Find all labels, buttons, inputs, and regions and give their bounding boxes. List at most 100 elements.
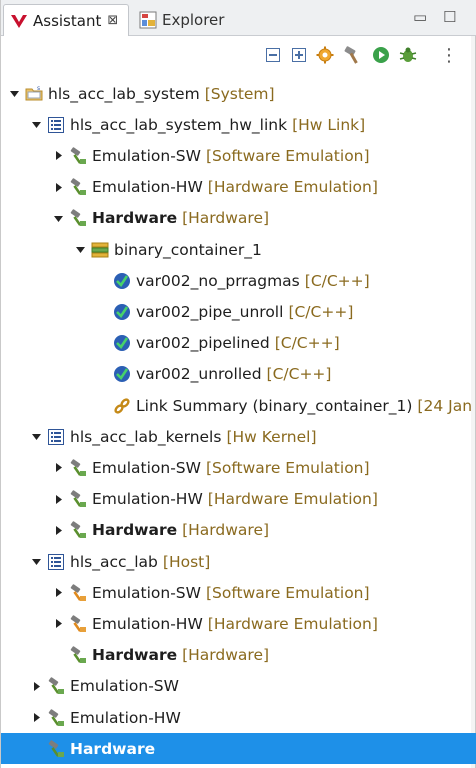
tree-row[interactable]: Hardware[Hardware] <box>1 203 476 234</box>
tab-explorer[interactable]: Explorer <box>133 4 253 36</box>
tree-row[interactable]: hls_acc_lab_system_hw_link[Hw Link] <box>1 109 476 140</box>
collapsed-arrow-icon[interactable] <box>51 492 65 506</box>
tree-row[interactable]: Emulation-HW[Hardware Emulation] <box>1 608 476 639</box>
expanded-arrow-icon[interactable] <box>29 430 43 444</box>
tree-row[interactable]: Hardware <box>1 733 476 765</box>
tree-item-decoration: [Hardware Emulation] <box>207 490 378 509</box>
tree-row[interactable]: var002_unrolled[C/C++] <box>1 359 476 390</box>
tree-item-label: var002_pipe_unroll <box>136 302 284 321</box>
collapsed-arrow-icon[interactable] <box>51 461 65 475</box>
expanded-arrow-icon[interactable] <box>7 87 21 101</box>
tree-item-decoration: [Software Emulation] <box>205 583 370 602</box>
collapsed-arrow-icon[interactable] <box>29 679 43 693</box>
tree-item-label: Emulation-SW <box>70 677 179 696</box>
tree-row[interactable]: Emulation-HW[Hardware Emulation] <box>1 172 476 203</box>
tree-item-decoration: [C/C++] <box>274 334 340 353</box>
tree-item-label: hls_acc_lab_kernels <box>70 427 222 446</box>
tree-item-decoration: [Software Emulation] <box>205 458 370 477</box>
build-config-icon <box>47 708 65 727</box>
expanded-arrow-icon[interactable] <box>29 555 43 569</box>
collapsed-arrow-icon[interactable] <box>51 586 65 600</box>
tree-item-label: hls_acc_lab_system_hw_link <box>70 115 288 134</box>
expanded-arrow-icon[interactable] <box>29 118 43 132</box>
build-config-icon <box>69 490 87 508</box>
tree-item-label: Emulation-HW <box>70 708 181 727</box>
tree-item-decoration: [Hardware] <box>182 646 270 665</box>
tree-row[interactable]: Emulation-SW[Software Emulation] <box>1 140 476 171</box>
tree-item-decoration: [Software Emulation] <box>205 146 370 165</box>
tab-assistant-label: Assistant <box>33 11 102 30</box>
tree-row[interactable]: Hardware[Hardware] <box>1 515 476 546</box>
tree-item-decoration: [C/C++] <box>266 365 332 384</box>
tree-row[interactable]: Link Summary (binary_container_1)[24 Jan <box>1 390 476 421</box>
tree-item-label: Emulation-HW <box>92 490 203 509</box>
binary-container-icon <box>91 241 109 259</box>
tab-explorer-label: Explorer <box>162 11 225 29</box>
collapsed-arrow-icon[interactable] <box>29 711 43 725</box>
tree-item-decoration: [C/C++] <box>288 302 354 321</box>
tree-row[interactable]: var002_pipelined[C/C++] <box>1 328 476 359</box>
tree-row[interactable]: Emulation-SW[Software Emulation] <box>1 452 476 483</box>
tree-item-decoration: [Hardware Emulation] <box>207 614 378 633</box>
tree-item-decoration: [Hw Kernel] <box>226 427 317 446</box>
build-hammer-icon[interactable] <box>343 45 363 65</box>
build-config-icon <box>69 147 87 165</box>
close-tab-icon[interactable]: ⊠ <box>107 13 119 28</box>
tree-row[interactable]: Hardware[Hardware] <box>1 640 476 671</box>
tree-row[interactable]: var002_pipe_unroll[C/C++] <box>1 296 476 327</box>
tree-item-label: Hardware <box>92 646 178 665</box>
collapsed-arrow-icon[interactable] <box>51 149 65 163</box>
build-config-icon <box>69 209 87 227</box>
maximize-icon[interactable]: ☐ <box>443 8 457 26</box>
tree-item-label: Hardware <box>92 521 178 540</box>
tree-item-label: Emulation-SW <box>92 458 201 477</box>
host-build-config-icon <box>69 583 87 602</box>
scrollbar[interactable] <box>471 36 475 768</box>
settings-gear-icon[interactable] <box>315 45 335 65</box>
svg-text:s: s <box>37 85 40 92</box>
minimize-icon[interactable]: ▭ <box>413 8 428 26</box>
tree-row[interactable]: Emulation-SW[Software Emulation] <box>1 577 476 608</box>
expand-all-icon[interactable] <box>289 45 309 65</box>
project-list-icon <box>47 116 65 134</box>
collapsed-arrow-icon[interactable] <box>51 180 65 194</box>
tab-assistant[interactable]: Assistant ⊠ <box>3 4 129 36</box>
tree-item-label: Hardware <box>70 739 156 758</box>
collapsed-arrow-icon[interactable] <box>51 523 65 537</box>
collapse-all-icon[interactable] <box>263 45 283 65</box>
tree-item-label: binary_container_1 <box>114 240 262 259</box>
tree-row[interactable]: hls_acc_lab[Host] <box>1 546 476 577</box>
tree-row[interactable]: binary_container_1 <box>1 234 476 265</box>
tree-item-label: Emulation-SW <box>92 583 201 602</box>
run-icon[interactable] <box>371 45 391 65</box>
tree-item-label: Hardware <box>92 209 178 228</box>
tree-item-label: var002_no_prragmas <box>136 271 300 290</box>
tree-item-label: Link Summary (binary_container_1) <box>136 396 413 415</box>
tree-row[interactable]: Emulation-HW <box>1 702 476 733</box>
build-config-icon <box>69 646 87 664</box>
tree-row[interactable]: Emulation-HW[Hardware Emulation] <box>1 484 476 515</box>
tree-item-decoration: [System] <box>204 84 275 103</box>
tree-item-label: var002_pipelined <box>136 334 270 353</box>
tree-item-label: var002_unrolled <box>136 365 262 384</box>
build-config-icon <box>47 677 65 695</box>
system-project-icon: s <box>25 85 43 103</box>
link-summary-icon <box>113 397 131 415</box>
tree-item-decoration: [Hardware Emulation] <box>207 178 378 197</box>
view-tab-bar: Assistant ⊠ Explorer ▭ ☐ <box>1 0 476 36</box>
tree-item-decoration: [24 Jan <box>417 396 473 415</box>
tree-item-decoration: [Host] <box>162 552 211 571</box>
tree-row[interactable]: hls_acc_lab_kernels[Hw Kernel] <box>1 421 476 452</box>
expanded-arrow-icon[interactable] <box>73 243 87 257</box>
collapsed-arrow-icon[interactable] <box>51 617 65 631</box>
expanded-arrow-icon[interactable] <box>51 211 65 225</box>
kernel-accel-icon <box>113 272 131 290</box>
tree-row[interactable]: var002_no_prragmas[C/C++] <box>1 265 476 296</box>
view-menu-icon[interactable]: ⋮ <box>440 44 458 66</box>
build-config-icon <box>69 459 87 477</box>
debug-icon[interactable] <box>398 45 418 65</box>
host-build-config-icon <box>69 615 87 633</box>
tree-row[interactable]: Emulation-SW <box>1 671 476 702</box>
